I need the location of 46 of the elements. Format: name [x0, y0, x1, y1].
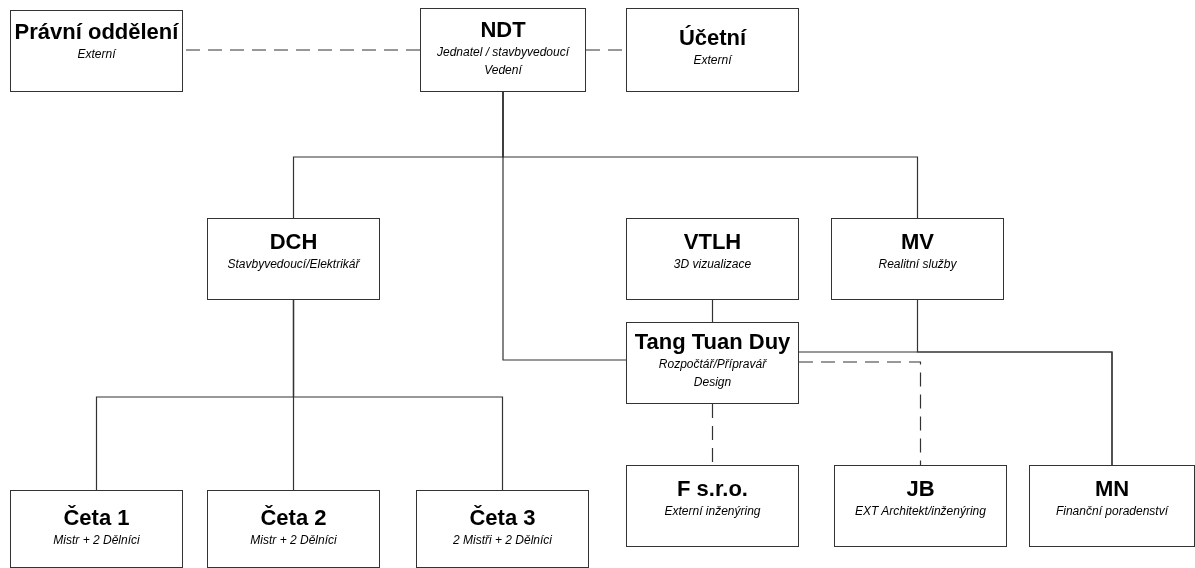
role-title: Četa 1 — [63, 505, 130, 531]
role-box — [10, 10, 183, 92]
role-box — [626, 465, 799, 547]
role-description: Realitní služby — [878, 256, 957, 273]
role-description: Jednatel / stavbyvedoucí — [436, 44, 570, 61]
role-box — [834, 465, 1007, 547]
role-title: Účetní — [678, 25, 747, 51]
role-description: Externí — [693, 52, 732, 69]
role-title: JB — [906, 476, 935, 502]
role-description: 2 Mistři + 2 Dělníci — [453, 532, 552, 549]
role-box — [626, 322, 799, 404]
role-box — [416, 490, 589, 568]
role-title: MV — [901, 229, 934, 255]
role-title: Tang Tuan Duy — [634, 329, 791, 355]
connector-line — [711, 299, 714, 323]
role-title: MN — [1094, 476, 1130, 502]
role-box — [10, 490, 183, 568]
role-description: Vedení — [484, 62, 522, 79]
connector-line — [798, 361, 922, 466]
role-box — [1029, 465, 1195, 547]
role-box — [207, 218, 380, 300]
role-title: F s.r.o. — [677, 476, 748, 502]
connector-line — [916, 299, 1113, 466]
role-description: Mistr + 2 Dělníci — [53, 532, 140, 549]
role-description: Externí — [77, 46, 116, 63]
role-title: Četa 3 — [469, 505, 536, 531]
role-title: NDT — [480, 17, 526, 43]
role-description: Externí inženýring — [664, 503, 761, 520]
role-description: Mistr + 2 Dělníci — [250, 532, 337, 549]
role-title: Právní oddělení — [14, 19, 179, 45]
role-box — [626, 8, 799, 92]
role-box — [626, 218, 799, 300]
role-box — [420, 8, 586, 92]
role-title: Četa 2 — [260, 505, 327, 531]
role-box — [831, 218, 1004, 300]
connector-line — [502, 91, 627, 361]
role-description: Rozpočtář/Přípravář — [658, 356, 767, 373]
role-description: Design — [693, 374, 732, 391]
connector-line — [292, 299, 504, 491]
role-box — [207, 490, 380, 568]
role-description: EXT Architekt/inženýring — [855, 503, 986, 520]
role-description: Finanční poradenství — [1055, 503, 1169, 520]
role-description: 3D vizualizace — [673, 256, 752, 273]
role-title: DCH — [269, 229, 318, 255]
role-title: VTLH — [683, 229, 742, 255]
role-description: Stavbyvedoucí/Elektrikář — [227, 256, 360, 273]
